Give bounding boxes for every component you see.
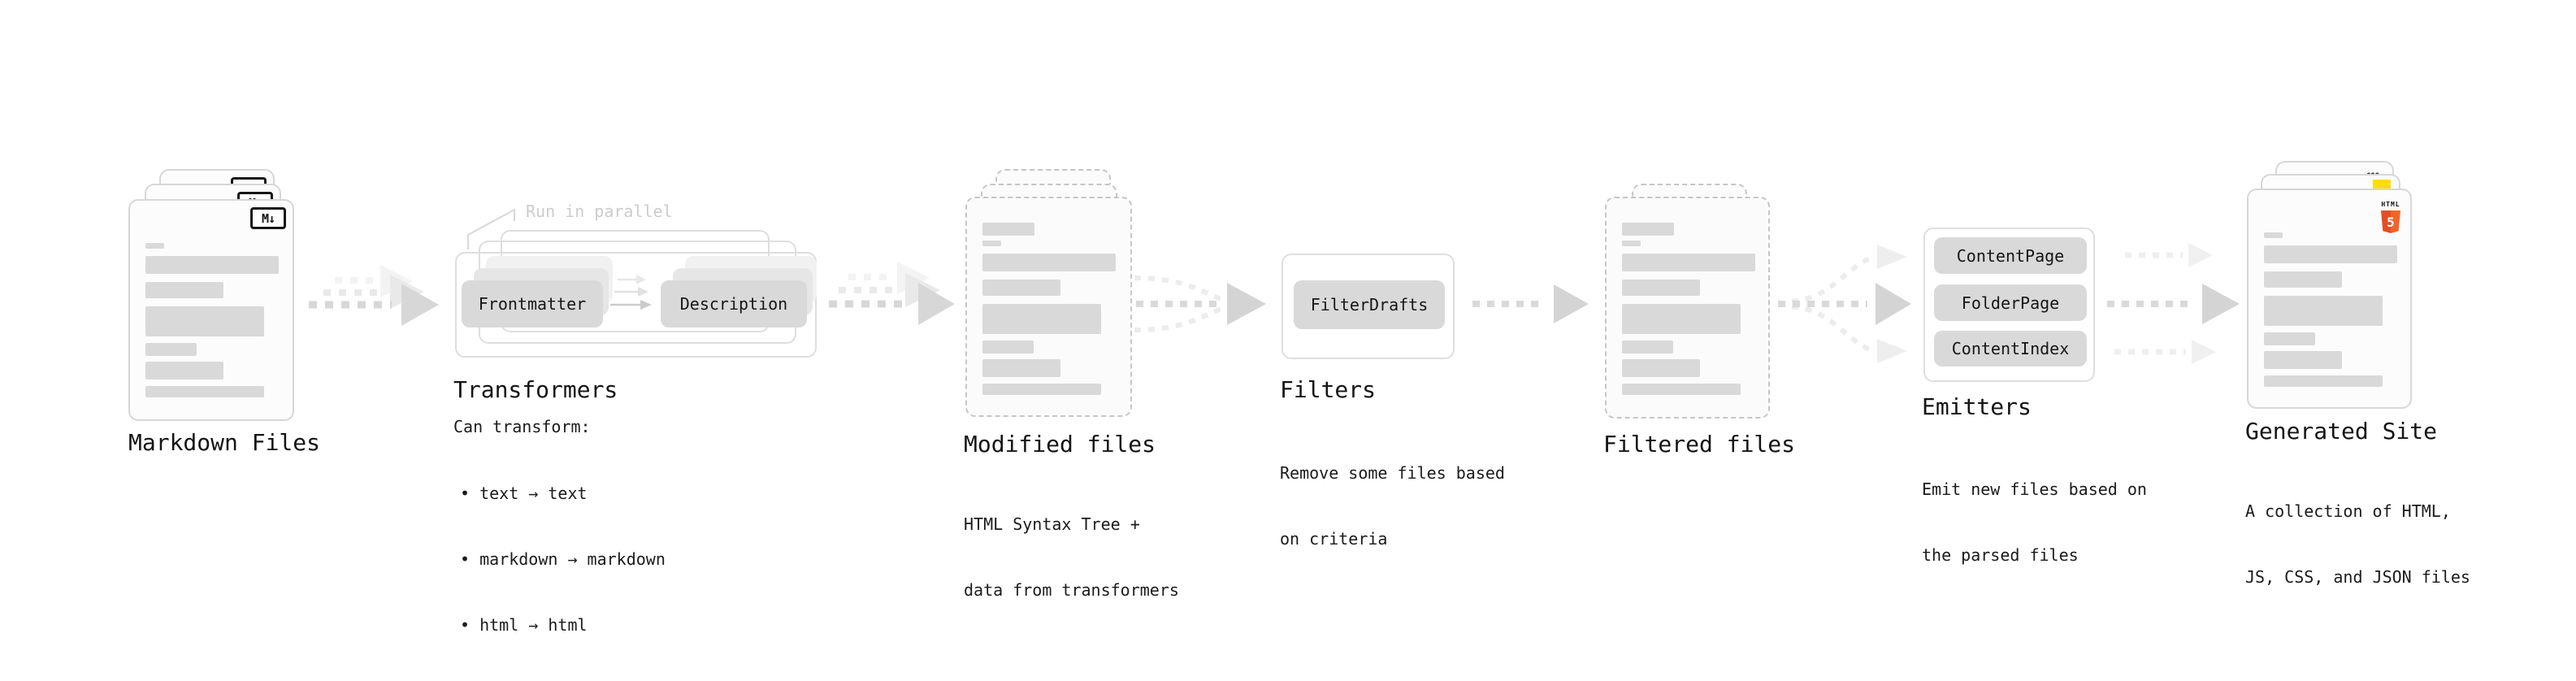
emitters-label: Emitters [1922, 393, 2032, 420]
html5-badge-text: HTML [2381, 201, 2400, 208]
description-line: HTML Syntax Tree + [964, 514, 1140, 534]
placeholder-bar [2264, 332, 2315, 345]
placeholder-bar [145, 343, 197, 356]
description-line: on criteria [1280, 529, 1388, 549]
html5-shield: 5 [2381, 210, 2400, 233]
bullet-line: • markdown → markdown [460, 549, 666, 569]
placeholder-bar [982, 254, 1116, 271]
transformers-subtitle: Can transform: [453, 417, 591, 436]
placeholder-bar [145, 362, 223, 380]
placeholder-bar [982, 304, 1101, 334]
js-file-icon [2373, 180, 2391, 189]
placeholder-bar [145, 282, 223, 298]
placeholder-bar [982, 241, 1001, 246]
placeholder-bar [2264, 296, 2383, 326]
description-line: A collection of HTML, [2245, 501, 2451, 521]
transformers-bullets: • text → text • markdown → markdown • ht… [460, 439, 666, 680]
description-line: data from transformers [964, 580, 1179, 600]
placeholder-bar [982, 340, 1034, 354]
placeholder-bar [145, 243, 164, 249]
arrow-transformers-to-modified [829, 262, 955, 325]
bullet-line: • html → html [460, 615, 588, 635]
filtered-files-label: Filtered files [1603, 431, 1796, 458]
frontmatter-box: Frontmatter [462, 280, 603, 327]
modified-files-label: Modified files [964, 431, 1156, 458]
placeholder-bar [145, 256, 279, 274]
description-line: Emit new files based on [1922, 479, 2147, 499]
emitters-description: Emit new files based on the parsed files [1922, 435, 2147, 610]
arrow-filters-to-filtered [1472, 284, 1589, 323]
arrow-filtered-to-emitters [1778, 245, 1911, 363]
arrow-modified-to-filters [1134, 275, 1266, 332]
placeholder-bar [1622, 304, 1741, 334]
placeholder-bar [1622, 340, 1673, 354]
placeholder-bar [1622, 384, 1741, 395]
placeholder-bar [2264, 232, 2283, 238]
contentindex-box: ContentIndex [1934, 331, 2087, 367]
placeholder-bar [982, 280, 1060, 296]
description-box: Description [661, 280, 807, 327]
html5-icon: HTML 5 [2379, 194, 2402, 234]
filters-label: Filters [1280, 376, 1377, 403]
placeholder-bar [1622, 254, 1755, 271]
description-line: JS, CSS, and JSON files [2245, 567, 2470, 587]
arrow-markdown-to-transformers [309, 265, 439, 326]
placeholder-bar [1622, 280, 1700, 296]
placeholder-bar [1622, 359, 1700, 377]
generated-file-card-front: HTML 5 [2247, 189, 2412, 409]
filtered-file-card-front [1605, 197, 1770, 419]
markdown-file-card-front: M↓ [128, 199, 294, 421]
placeholder-bar [2264, 351, 2342, 369]
modified-file-card-front [965, 197, 1132, 417]
bullet-line: • text → text [460, 484, 588, 503]
placeholder-bar [1622, 241, 1641, 246]
markdown-icon: M↓ [250, 207, 286, 229]
run-in-parallel-annotation: Run in parallel [526, 202, 673, 221]
modified-files-description: HTML Syntax Tree + data from transformer… [964, 470, 1179, 645]
contentpage-box: ContentPage [1934, 237, 2087, 274]
placeholder-bar [2264, 375, 2383, 387]
placeholder-bar [982, 223, 1034, 236]
placeholder-bar [1622, 223, 1674, 236]
filters-description: Remove some files based on criteria [1280, 419, 1505, 594]
description-line: the parsed files [1922, 545, 2079, 565]
placeholder-bar [145, 306, 264, 336]
placeholder-bar [2264, 271, 2342, 288]
markdown-files-label: Markdown Files [128, 429, 321, 456]
placeholder-bar [982, 359, 1060, 377]
generated-site-label: Generated Site [2245, 418, 2438, 445]
folderpage-box: FolderPage [1934, 284, 2087, 321]
placeholder-bar [145, 386, 264, 397]
filterdrafts-box: FilterDrafts [1294, 280, 1445, 329]
placeholder-bar [982, 384, 1101, 395]
generated-site-description: A collection of HTML, JS, CSS, and JSON … [2245, 457, 2470, 632]
transformer-frame-front [455, 252, 817, 358]
transformers-label: Transformers [453, 376, 618, 403]
description-line: Remove some files based [1280, 463, 1505, 483]
placeholder-bar [2264, 245, 2397, 263]
arrows-emitters-to-generated [2107, 243, 2240, 364]
svg-text:5: 5 [2387, 215, 2395, 230]
